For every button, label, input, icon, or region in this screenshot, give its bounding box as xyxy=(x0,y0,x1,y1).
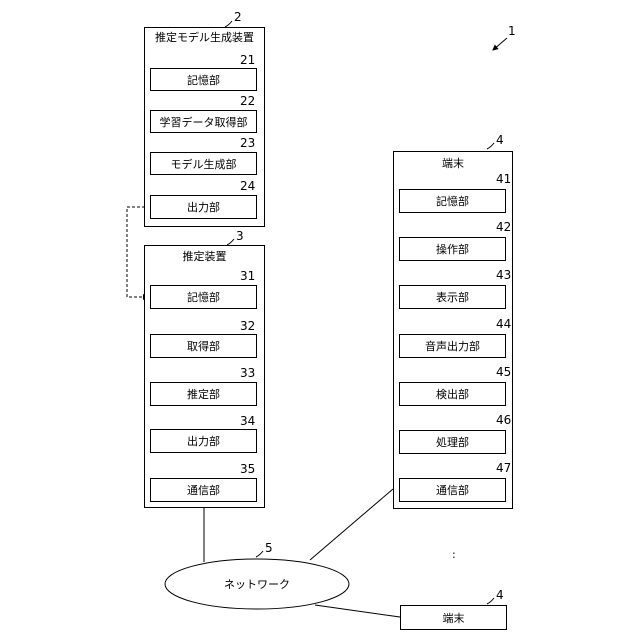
estimator-item-ref: 35 xyxy=(240,462,255,476)
terminal-item-ref: 43 xyxy=(496,268,511,282)
estimator-estimator: 推定部 xyxy=(150,382,257,406)
terminal-display: 表示部 xyxy=(399,285,506,309)
terminal-small: 端末 xyxy=(400,605,507,630)
terminal-item-ref: 45 xyxy=(496,365,511,379)
estimator-storage: 記憶部 xyxy=(150,285,257,309)
terminal-item-ref: 47 xyxy=(496,461,511,475)
estimator-acquirer: 取得部 xyxy=(150,334,257,358)
estimator-item-ref: 31 xyxy=(240,269,255,283)
system-ref-arrow xyxy=(493,38,507,50)
estimator-item-ref: 34 xyxy=(240,414,255,428)
system-ref-number: 1 xyxy=(508,24,516,38)
terminal-communication: 通信部 xyxy=(399,478,506,502)
more-terminals-ellipsis: : xyxy=(452,548,456,561)
model-gen-title: 推定モデル生成装置 xyxy=(145,31,264,45)
estimator-title: 推定装置 xyxy=(145,250,264,264)
estimator-item-ref: 33 xyxy=(240,366,255,380)
terminal-item-ref: 44 xyxy=(496,317,511,331)
estimator-item-ref: 32 xyxy=(240,319,255,333)
terminal-operation: 操作部 xyxy=(399,237,506,261)
terminal-detector: 検出部 xyxy=(399,382,506,406)
estimator-output: 出力部 xyxy=(150,429,257,453)
terminal-item-ref: 41 xyxy=(496,172,511,186)
terminal-network-link xyxy=(310,489,393,560)
model-gen-item-ref: 21 xyxy=(240,53,255,67)
estimator-communication: 通信部 xyxy=(150,478,257,502)
terminal-item-ref: 42 xyxy=(496,220,511,234)
terminal-processor: 処理部 xyxy=(399,430,506,454)
model-gen-item-ref: 23 xyxy=(240,136,255,150)
terminal-audio-output: 音声出力部 xyxy=(399,334,506,358)
network-label: ネットワーク xyxy=(165,576,349,592)
terminal-small-ref-number: 4 xyxy=(496,588,504,602)
model-gen-ref-number: 2 xyxy=(234,10,242,24)
model-gen-item-ref: 22 xyxy=(240,94,255,108)
model-gen-training-data-acquirer: 学習データ取得部 xyxy=(150,110,257,133)
terminal-storage: 記憶部 xyxy=(399,189,506,213)
terminal-ref-number: 4 xyxy=(496,133,504,147)
model-gen-output: 出力部 xyxy=(150,195,257,219)
model-gen-storage: 記憶部 xyxy=(150,68,257,91)
model-gen-model-generator: モデル生成部 xyxy=(150,152,257,175)
network-ref-number: 5 xyxy=(265,541,273,555)
network-terminal-small-link xyxy=(315,605,400,617)
terminal-item-ref: 46 xyxy=(496,413,511,427)
estimator-ref-number: 3 xyxy=(236,229,244,243)
terminal-title: 端末 xyxy=(394,157,512,171)
model-gen-item-ref: 24 xyxy=(240,179,255,193)
